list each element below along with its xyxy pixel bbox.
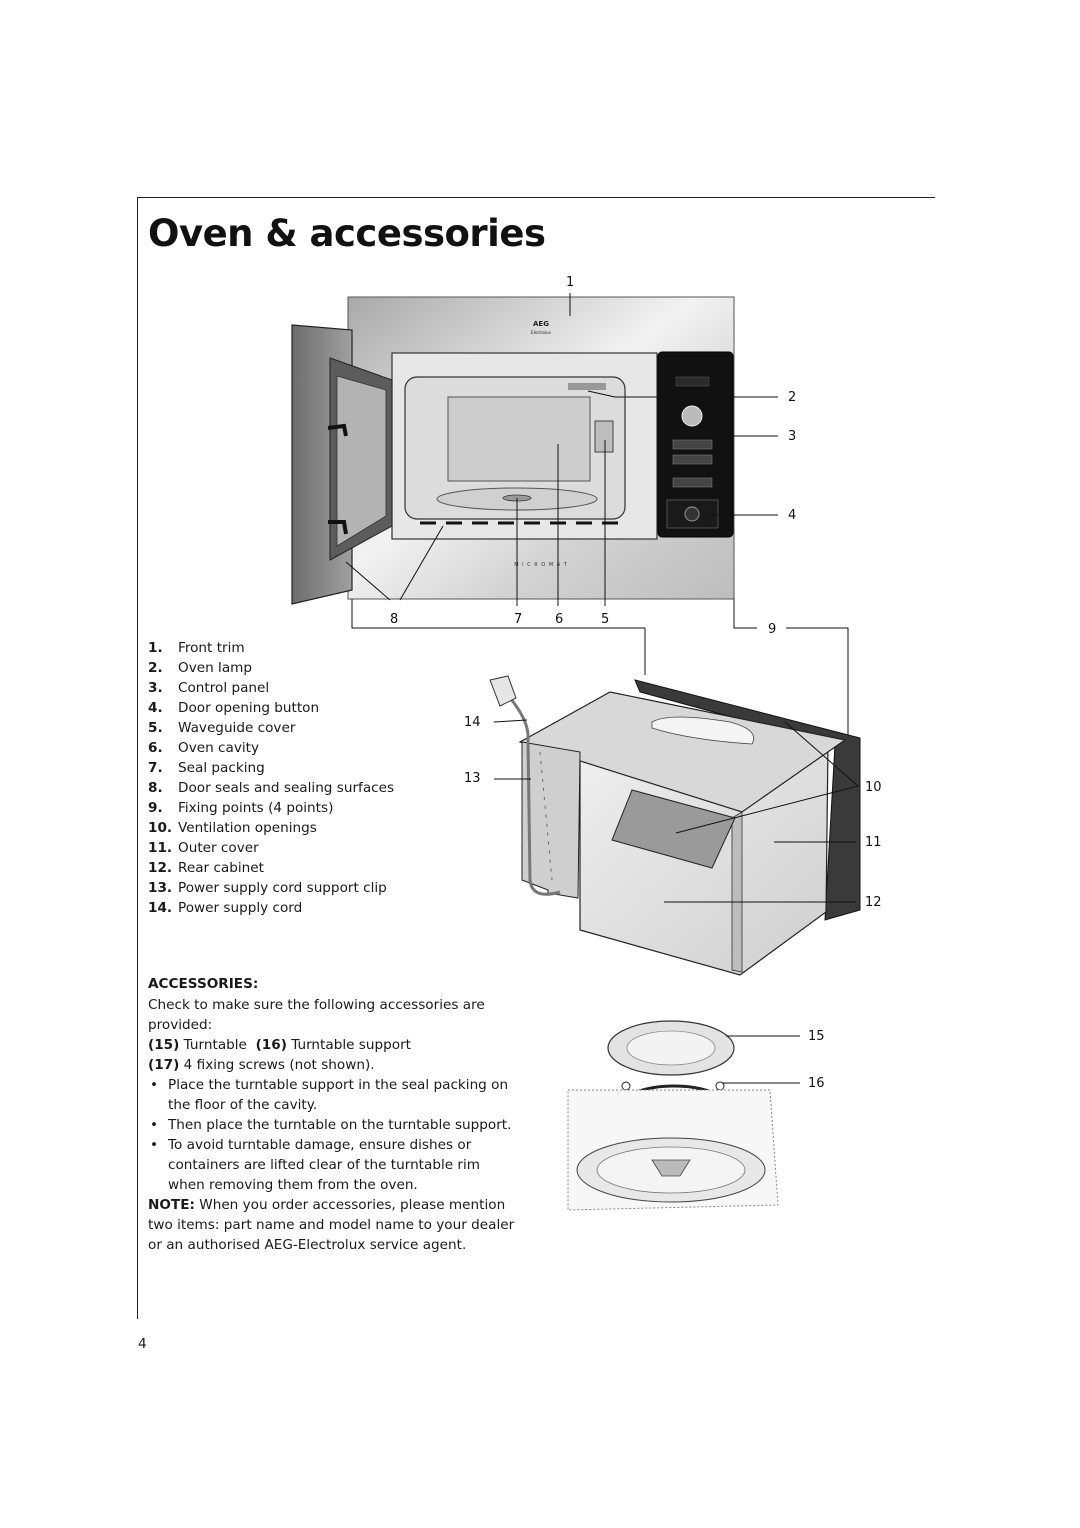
callout-5: 5 xyxy=(601,612,609,627)
product-name: M I C R O M A T xyxy=(514,562,568,568)
list-item: 6.Oven cavity xyxy=(148,740,260,756)
list-item: 11.Outer cover xyxy=(148,840,259,856)
callout-9: 9 xyxy=(768,622,776,637)
callout-1: 1 xyxy=(566,275,574,290)
accessory-callouts xyxy=(722,1035,800,1084)
list-item: 4.Door opening button xyxy=(148,700,320,716)
callout-2: 2 xyxy=(788,390,796,405)
door-window-glass xyxy=(336,375,387,547)
support-roller xyxy=(621,1081,631,1091)
front-callouts xyxy=(345,293,849,735)
list-item: To avoid turntable damage, ensure dishes… xyxy=(148,1135,516,1195)
clip-ribs xyxy=(539,751,553,881)
control-button-row-2 xyxy=(672,454,713,465)
accessories-line-1: (15) Turntable (16) Turntable support xyxy=(148,1037,411,1053)
callout-13: 13 xyxy=(464,771,481,786)
brand-logo: AEG xyxy=(533,320,549,328)
brand-subtitle: Electrolux xyxy=(531,330,552,335)
list-item: Then place the turntable on the turntabl… xyxy=(148,1115,516,1135)
list-item: 1.Front trim xyxy=(148,640,245,656)
list-item: Place the turntable support in the seal … xyxy=(148,1075,516,1115)
door-latch-bottom xyxy=(328,520,348,535)
rear-cabinet-view xyxy=(489,675,861,976)
callout-14: 14 xyxy=(464,715,481,730)
power-supply-cord xyxy=(503,691,561,896)
door-opening-button xyxy=(684,506,700,522)
control-button-row-3 xyxy=(672,477,713,488)
control-button-row-1 xyxy=(672,439,713,450)
list-item: 13.Power supply cord support clip xyxy=(148,880,387,896)
list-item: 5.Waveguide cover xyxy=(148,720,296,736)
callout-7: 7 xyxy=(514,612,522,627)
callout-3: 3 xyxy=(788,429,796,444)
page-title: Oven & accessories xyxy=(148,212,546,255)
accessories-section: Check to make sure the following accesso… xyxy=(148,995,516,1255)
instruction-bullets: Place the turntable support in the seal … xyxy=(148,1075,516,1195)
outer-cover-handle xyxy=(651,716,755,745)
cavity-drive-hub xyxy=(651,1159,691,1177)
list-item: 8.Door seals and sealing surfaces xyxy=(148,780,395,796)
rear-trim-strip xyxy=(634,679,861,921)
callout-8: 8 xyxy=(390,612,398,627)
list-item: 10.Ventilation openings xyxy=(148,820,317,836)
power-plug xyxy=(489,675,517,707)
waveguide-cover xyxy=(594,420,614,453)
cavity-back-wall xyxy=(447,396,591,482)
control-display xyxy=(675,376,710,387)
list-item: 7.Seal packing xyxy=(148,760,265,776)
callout-16: 16 xyxy=(808,1076,825,1091)
oven-front-view: AEG Electrolux M I C R O M A T xyxy=(291,296,735,605)
callout-12: 12 xyxy=(865,895,882,910)
callout-15: 15 xyxy=(808,1029,825,1044)
callout-11: 11 xyxy=(865,835,882,850)
callout-10: 10 xyxy=(865,780,882,795)
list-item: 9.Fixing points (4 points) xyxy=(148,800,334,816)
list-item: 12.Rear cabinet xyxy=(148,860,264,876)
top-rule xyxy=(138,197,935,198)
list-item: 3.Control panel xyxy=(148,680,270,696)
ventilation-flap xyxy=(611,789,736,869)
control-knob xyxy=(681,405,703,427)
accessories-intro: Check to make sure the following accesso… xyxy=(148,997,485,1033)
list-item: 14.Power supply cord xyxy=(148,900,303,916)
note-paragraph: NOTE: When you order accessories, please… xyxy=(148,1197,515,1253)
door-latch-top xyxy=(327,423,348,437)
turntable-illustration xyxy=(567,1020,779,1211)
oven-lamp-vent xyxy=(568,383,606,390)
cabinet-side-panel xyxy=(731,811,743,973)
page-number: 4 xyxy=(138,1336,147,1352)
parts-list: 1.Front trim 2.Oven lamp 3.Control panel… xyxy=(148,638,394,918)
left-margin-rule xyxy=(137,197,138,1319)
accessories-line-2: (17) 4 fixing screws (not shown). xyxy=(148,1057,375,1073)
rear-callouts xyxy=(493,719,859,903)
turntable-plate-inner xyxy=(626,1030,716,1066)
outer-cover-top xyxy=(518,691,847,813)
callout-4: 4 xyxy=(788,508,796,523)
list-item: 2.Oven lamp xyxy=(148,660,253,676)
callout-6: 6 xyxy=(555,612,563,627)
accessories-heading: ACCESSORIES: xyxy=(148,976,259,992)
